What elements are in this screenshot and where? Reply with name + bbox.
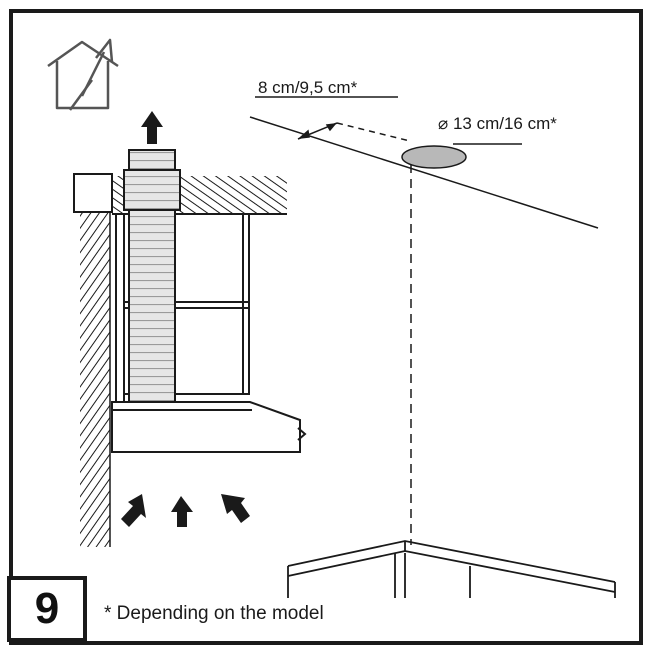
intake-arrow-right-icon (221, 494, 250, 523)
house-exhaust-icon (47, 38, 119, 111)
wall-block (73, 173, 113, 213)
duct-opening (401, 145, 467, 169)
duct-collar (123, 169, 181, 211)
step-badge: 9 (7, 576, 87, 642)
cooker-hood (111, 401, 307, 453)
footnote: * Depending on the model (104, 603, 324, 624)
offset-dimension (255, 96, 411, 142)
base-cabinets (287, 540, 616, 598)
duct-diameter-label: ⌀ 13 cm/16 cm* (438, 114, 557, 133)
side-wall (80, 212, 110, 547)
duct-offset-label: 8 cm/9,5 cm* (258, 78, 358, 97)
intake-arrows (121, 494, 250, 527)
step-number: 9 (34, 584, 60, 633)
intake-arrow-left-icon (121, 494, 146, 527)
exhaust-arrow-up-icon (141, 111, 163, 144)
intake-arrow-center-icon (171, 496, 193, 527)
outer-frame (9, 9, 643, 645)
